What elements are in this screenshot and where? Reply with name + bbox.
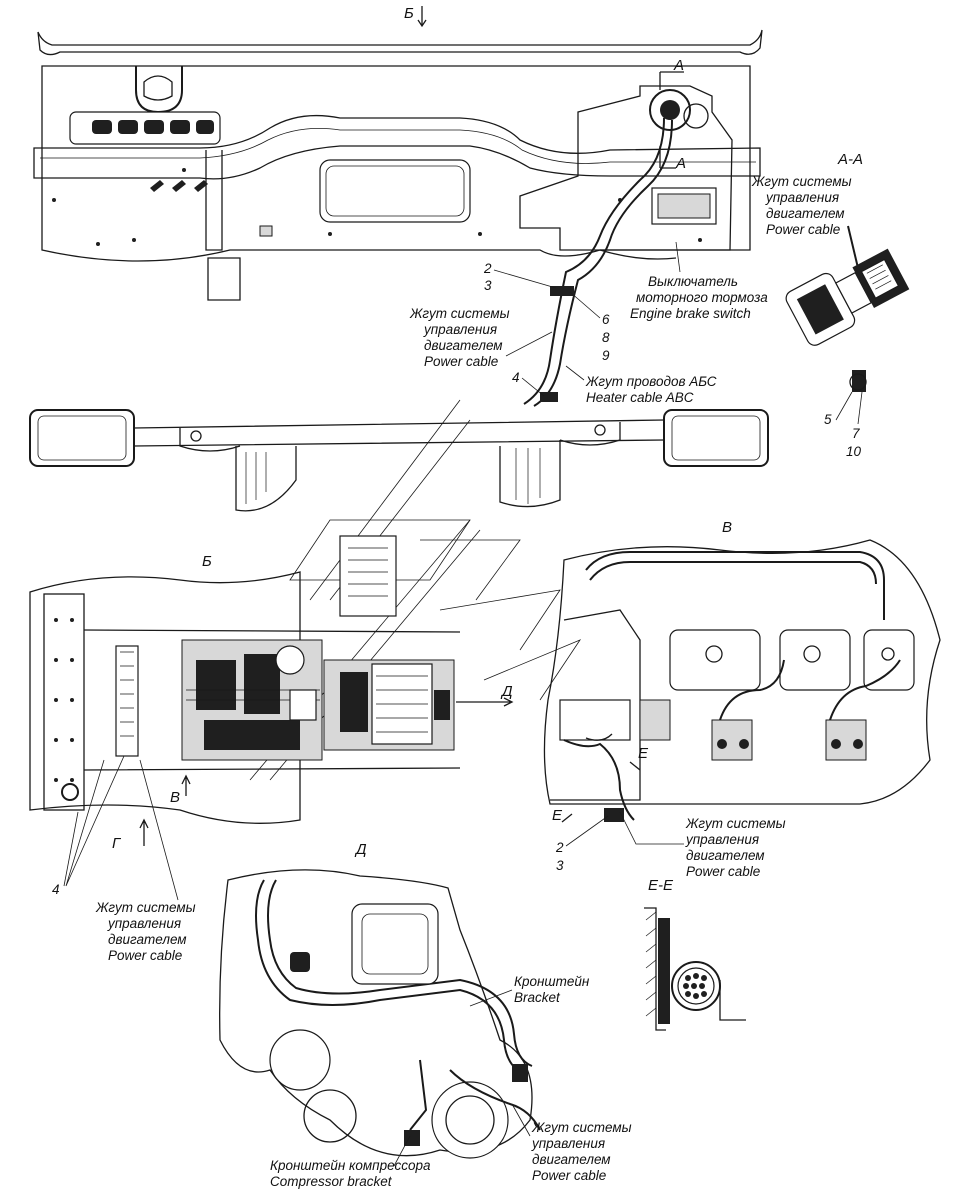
vertical-strut <box>205 150 241 301</box>
power-cable-d <box>449 1069 541 1131</box>
engine-head-outline <box>543 539 941 805</box>
lamp-cells <box>92 120 214 134</box>
section-a-a: А-А Жгут системы управления двигателем P… <box>751 151 910 459</box>
switch-wire <box>599 249 677 260</box>
frame-long-lines <box>83 629 461 771</box>
section-a-mark-top: А <box>673 57 684 74</box>
compressor <box>431 1081 509 1159</box>
callout-9: 9 <box>602 348 610 363</box>
intercooler <box>339 535 397 617</box>
view-g-arrow-label: Г <box>112 835 122 852</box>
callout-6: 6 <box>602 312 610 327</box>
engine-head-view: В Е Е 2 3 <box>543 519 941 873</box>
callout-3-top: 3 <box>484 278 492 293</box>
section-e-plate <box>644 907 666 1031</box>
callout-4-top: 4 <box>512 370 520 385</box>
beam-inner-line <box>40 128 756 164</box>
frame-panel <box>41 65 751 262</box>
engine-details <box>186 645 320 750</box>
view-d-label: Д <box>354 841 367 858</box>
cylinder-heads <box>669 629 915 761</box>
label-power-cable-left: Жгут системы управления двигателем Power… <box>95 900 199 963</box>
injector-wires <box>719 659 901 721</box>
view-b-top-arrow <box>417 6 427 28</box>
label-engine-brake-switch: Выключатель моторного тормоза Engine bra… <box>630 274 772 321</box>
view-d-pipe <box>255 879 525 1075</box>
valve-cover <box>351 903 439 985</box>
top-pipe <box>585 551 885 620</box>
clamp-top <box>550 286 574 296</box>
rail-dots <box>54 618 74 782</box>
section-e-mark-top: Е <box>638 745 649 762</box>
power-cable-v <box>563 739 635 821</box>
top-rail <box>37 29 763 56</box>
cable-strands <box>683 973 707 999</box>
section-e-e-title: Е-Е <box>648 877 674 894</box>
top-callouts: 2 3 6 8 9 4 <box>483 261 610 397</box>
callout-8: 8 <box>602 330 610 345</box>
section-e-e: Е-Е <box>644 877 746 1031</box>
lamp-beam <box>133 419 665 447</box>
label-compressor-bracket: Кронштейн компрессора Compressor bracket <box>270 1158 434 1189</box>
engine-bay-outline <box>29 571 301 824</box>
power-cable-harness <box>523 117 665 405</box>
cross-beam <box>33 114 761 180</box>
connector-a <box>649 89 691 131</box>
view-b-top-label: Б <box>404 5 414 22</box>
section-e-mark-bottom: Е <box>552 807 563 824</box>
view-v-arrow <box>181 774 191 796</box>
right-lamp <box>663 409 769 467</box>
beam-mounts <box>235 440 561 512</box>
label-power-cable-v: Жгут системы управления двигателем Power… <box>685 816 789 879</box>
label-power-cable-d: Жгут системы управления двигателем Power… <box>531 1120 635 1183</box>
view-b-main-label: Б <box>202 553 212 570</box>
engine-compartment-view: Б <box>29 399 582 852</box>
central-box <box>319 159 471 223</box>
callout-3-bottom: 3 <box>556 858 564 873</box>
radiator <box>115 645 139 757</box>
label-bracket: Кронштейн Bracket <box>514 974 593 1005</box>
lifting-eye <box>135 66 183 114</box>
label-power-cable-top: Жгут системы управления двигателем Power… <box>409 306 513 369</box>
view-d-arrow <box>456 697 514 707</box>
label-abs-cable: Жгут проводов АБС Heater cable ABC <box>585 374 720 405</box>
view-d-arrow-label: Д <box>500 683 513 700</box>
right-bracket-plate <box>519 85 733 251</box>
panel-markers <box>52 168 702 246</box>
callout-7: 7 <box>852 426 860 441</box>
view-g-arrow <box>139 818 149 846</box>
connector-d <box>290 952 310 972</box>
projection-lines <box>249 399 481 781</box>
label-power-cable-section: Жгут системы управления двигателем Power… <box>751 174 855 237</box>
bracket <box>409 1059 428 1131</box>
callout-5: 5 <box>824 412 832 427</box>
callout-4-bottom: 4 <box>52 882 60 897</box>
section-a-upper <box>659 71 684 90</box>
clamp-v <box>604 808 624 822</box>
view-v-arrow-label: В <box>170 789 180 806</box>
view-v-top-label: В <box>722 519 732 536</box>
left-lamp <box>29 409 135 467</box>
front-beam-view <box>29 409 769 512</box>
bottom-left-callouts: 4 <box>52 755 179 901</box>
frame-rail-left <box>43 593 85 811</box>
callout-2-bottom: 2 <box>555 840 564 855</box>
connector-section <box>785 248 910 346</box>
section-a-mark-bottom: А <box>675 155 686 172</box>
view-d: Д <box>219 841 541 1159</box>
callout-10: 10 <box>846 444 862 459</box>
top-frame-view: Б <box>33 5 763 407</box>
section-a-a-title: А-А <box>837 151 863 168</box>
clamp-bottom <box>540 392 558 402</box>
callout-2-top: 2 <box>483 261 492 276</box>
